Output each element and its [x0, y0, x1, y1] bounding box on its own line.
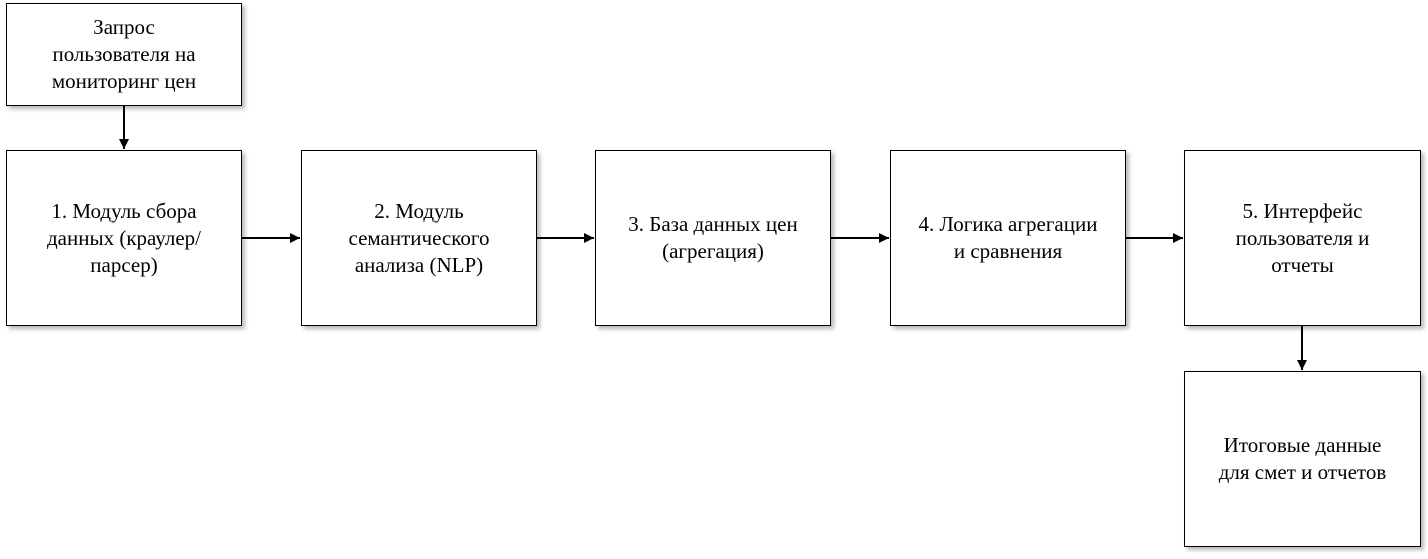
node-user-interface-label: 5. Интерфейс пользователя и отчеты — [1235, 198, 1370, 277]
node-data-collection-module-label: 1. Модуль сбора данных (краулер/ парсер) — [46, 198, 201, 277]
node-aggregation-logic-label: 4. Логика агрегации и сравнения — [918, 212, 1098, 263]
node-user-interface: 5. Интерфейс пользователя и отчеты — [1184, 150, 1421, 326]
node-final-data: Итоговые данные для смет и отчетов — [1184, 371, 1421, 547]
node-price-database-label: 3. База данных цен (агрегация) — [628, 212, 798, 263]
node-aggregation-logic: 4. Логика агрегации и сравнения — [890, 150, 1126, 326]
node-user-request-label: Запрос пользователя на мониторинг цен — [51, 15, 197, 93]
node-final-data-label: Итоговые данные для смет и отчетов — [1218, 433, 1387, 484]
node-semantic-analysis-module-label: 2. Модуль семантического анализа (NLP) — [348, 198, 490, 277]
node-semantic-analysis-module: 2. Модуль семантического анализа (NLP) — [301, 150, 537, 326]
node-data-collection-module: 1. Модуль сбора данных (краулер/ парсер) — [6, 150, 242, 326]
node-price-database: 3. База данных цен (агрегация) — [595, 150, 831, 326]
node-user-request: Запрос пользователя на мониторинг цен — [6, 3, 242, 106]
